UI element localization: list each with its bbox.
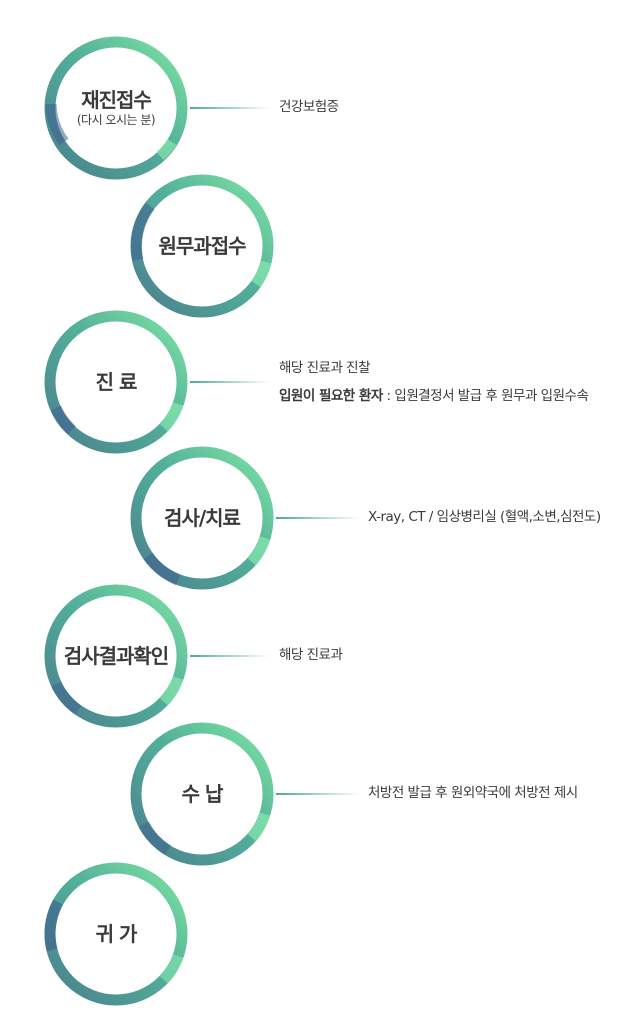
step-3-desc-2-bold: 입원이 필요한 환자 — [279, 388, 383, 404]
step-7-ring: 귀 가 — [42, 860, 190, 1008]
step-1-ring: 재진접수 (다시 오시는 분) — [42, 34, 190, 182]
step-2-title: 원무과접수 — [158, 234, 247, 258]
ring-shape — [44, 36, 188, 180]
step-6-connector — [276, 793, 360, 795]
ring-shape — [44, 584, 188, 728]
step-1-desc: 건강보험증 — [279, 99, 339, 115]
ring-shape — [130, 174, 274, 318]
step-5-label: 검사결과확인 — [42, 582, 190, 730]
step-3-title: 진 료 — [95, 370, 138, 394]
step-2-label: 원무과접수 — [128, 172, 276, 320]
step-4-label: 검사/치료 — [128, 444, 276, 592]
step-3-connector — [190, 381, 270, 383]
step-1-subtitle: (다시 오시는 분) — [76, 113, 156, 127]
step-1-label: 재진접수 (다시 오시는 분) — [42, 34, 190, 182]
ring-shape — [130, 722, 274, 866]
ring-shape — [130, 446, 274, 590]
step-4-title: 검사/치료 — [164, 506, 241, 530]
step-5-connector — [190, 655, 270, 657]
step-6-desc: 처방전 발급 후 원외약국에 처방전 제시 — [368, 785, 578, 801]
step-3-desc-2: 입원이 필요한 환자 : 입원결정서 발급 후 원무과 입원수속 — [279, 383, 589, 409]
step-7-label: 귀 가 — [42, 860, 190, 1008]
step-3-ring: 진 료 — [42, 308, 190, 456]
step-5-desc: 해당 진료과 — [279, 647, 343, 663]
step-2-ring: 원무과접수 — [128, 172, 276, 320]
step-5-title: 검사결과확인 — [63, 644, 169, 668]
step-7-title: 귀 가 — [95, 922, 138, 946]
step-4-ring: 검사/치료 — [128, 444, 276, 592]
step-6-title: 수 납 — [181, 782, 224, 806]
step-4-connector — [276, 517, 360, 519]
step-1-title: 재진접수 — [81, 88, 152, 112]
step-3-desc-2-text: : 입원결정서 발급 후 원무과 입원수속 — [382, 388, 589, 404]
step-3-label: 진 료 — [42, 308, 190, 456]
step-6-ring: 수 납 — [128, 720, 276, 868]
step-6-label: 수 납 — [128, 720, 276, 868]
step-1-connector — [190, 107, 270, 109]
step-3-desc: 해당 진료과 진찰 — [279, 360, 371, 376]
step-4-desc: X-ray, CT / 임상병리실 (혈액,소변,심전도) — [368, 509, 601, 525]
ring-shape — [44, 310, 188, 454]
step-5-ring: 검사결과확인 — [42, 582, 190, 730]
ring-shape — [44, 862, 188, 1006]
